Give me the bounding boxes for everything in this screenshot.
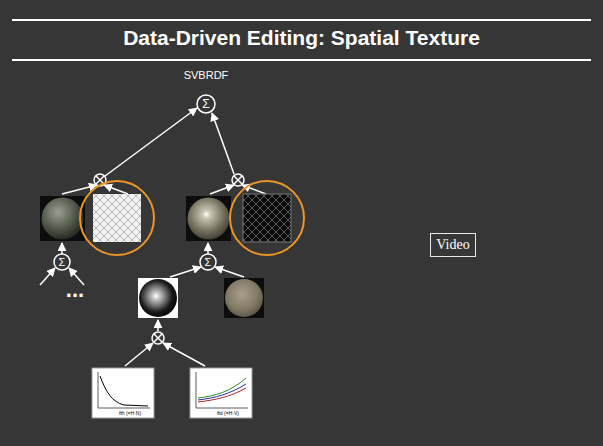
sphere-image <box>186 196 231 241</box>
plot <box>92 368 154 418</box>
ellipsis: ... <box>66 279 84 301</box>
highlight-circle <box>230 181 304 255</box>
sphere-image <box>224 278 264 318</box>
rule <box>12 19 591 21</box>
axis-label: θd (=H·V) <box>217 411 239 416</box>
video-box: Video <box>430 233 475 257</box>
node-text: Video <box>436 237 469 253</box>
axis-label: θh (=H·N) <box>119 411 141 416</box>
sum-circle <box>54 254 70 270</box>
texture-image <box>243 194 291 242</box>
arrows <box>40 108 266 366</box>
sphere-image <box>40 196 85 241</box>
multiply-circle <box>232 174 244 186</box>
sum-circle <box>200 254 216 270</box>
tree-root-label: SVBRDF <box>184 70 229 81</box>
sphere-image <box>138 278 178 318</box>
multiply-circle <box>152 332 164 344</box>
texture-image <box>93 194 141 242</box>
rule <box>12 59 591 61</box>
sum-symbol: Σ <box>59 257 66 268</box>
sum-symbol: Σ <box>205 257 212 268</box>
sum-symbol: Σ <box>202 98 209 110</box>
plot <box>190 368 252 418</box>
highlight-circle <box>80 181 154 255</box>
sum-circle <box>197 95 215 113</box>
slide-title: Data-Driven Editing: Spatial Texture <box>0 26 603 50</box>
